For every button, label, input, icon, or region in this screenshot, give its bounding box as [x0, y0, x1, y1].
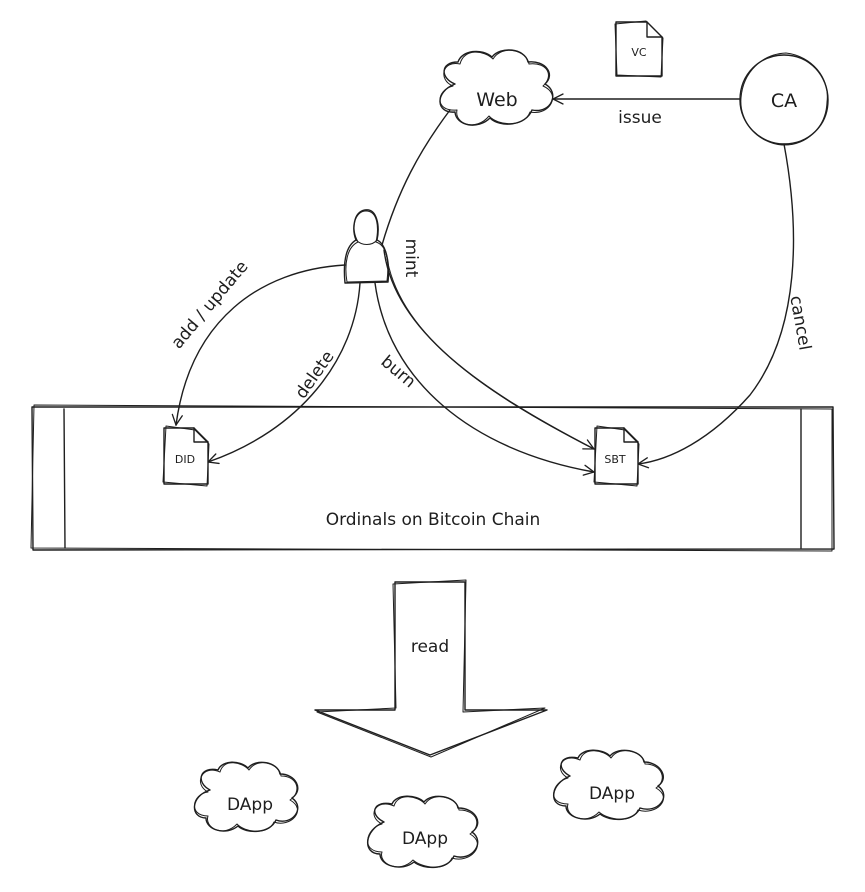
did-label: DID	[175, 453, 195, 466]
cancel-edge: cancel	[638, 143, 815, 464]
read-label: read	[411, 637, 449, 657]
cancel-label: cancel	[785, 294, 814, 352]
dapp-left-cloud-icon: DApp	[193, 761, 299, 833]
did-document-icon: DID	[162, 425, 210, 487]
issue-edge: issue	[553, 99, 741, 128]
vc-label: VC	[631, 46, 647, 59]
delete-label: delete	[291, 347, 338, 402]
dapp-right-cloud-icon: DApp	[553, 749, 665, 821]
dapp-right-label: DApp	[589, 784, 635, 804]
dapp-center-label: DApp	[402, 829, 448, 849]
ca-node: CA	[739, 52, 829, 146]
burn-label: burn	[377, 352, 420, 392]
issue-label: issue	[618, 108, 662, 128]
sbt-document-icon: SBT	[593, 425, 640, 487]
dapp-left-label: DApp	[227, 795, 273, 815]
web-cloud-icon: Web	[439, 49, 554, 126]
dapp-center-cloud-icon: DApp	[367, 795, 479, 869]
chain-container: Ordinals on Bitcoin Chain	[30, 404, 835, 552]
vc-document-icon: VC	[614, 20, 664, 78]
web-to-user-line	[381, 109, 451, 246]
add-update-edge: add / update	[167, 257, 346, 425]
web-label: Web	[476, 89, 517, 111]
sbt-label: SBT	[604, 453, 626, 466]
add-update-label: add / update	[167, 257, 252, 353]
chain-label: Ordinals on Bitcoin Chain	[326, 510, 541, 530]
mint-label: mint	[401, 239, 421, 278]
read-arrow: read	[314, 579, 548, 758]
user-icon	[343, 209, 390, 284]
mint-edge: mint	[383, 239, 594, 450]
ca-label: CA	[771, 90, 797, 112]
